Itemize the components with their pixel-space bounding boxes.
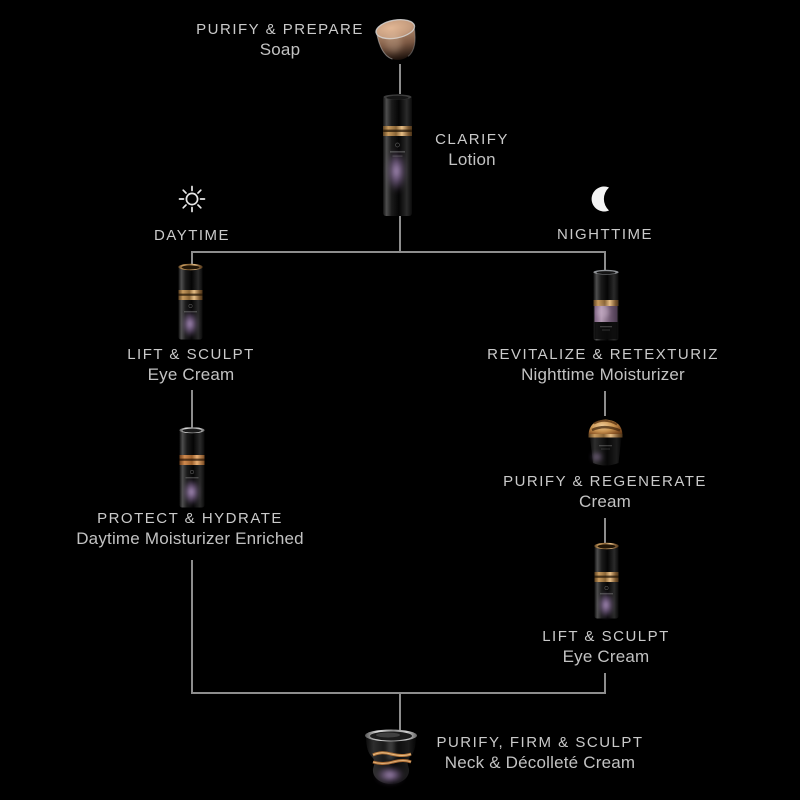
eye-cream-bottle-night-image	[593, 541, 620, 620]
connector-split-horizontal	[191, 251, 606, 253]
connector-merge-to-neckcream	[399, 692, 401, 734]
step-subtitle: Daytime Moisturizer Enriched	[76, 529, 304, 548]
step-title: REVITALIZE & RETEXTURIZ	[487, 346, 719, 363]
connector-moisturizer-to-merge	[191, 560, 193, 694]
soap-bowl-image	[369, 12, 426, 67]
branch-nighttime: NIGHTTIME	[525, 184, 685, 244]
step-title: PURIFY & PREPARE	[196, 21, 364, 38]
neck-cream-jar-image	[361, 727, 423, 789]
step-protect-hydrate-label: PROTECT & HYDRATE Daytime Moisturizer En…	[60, 509, 320, 549]
connector-regenerate-to-eyecream	[604, 518, 606, 544]
step-title: LIFT & SCULPT	[127, 346, 255, 363]
eye-cream-bottle-day-image	[177, 262, 204, 341]
branch-label: DAYTIME	[153, 227, 231, 244]
connector-soap-to-clarify	[399, 64, 401, 94]
connector-split-to-daytime	[191, 251, 193, 264]
step-title: PURIFY & REGENERATE	[503, 473, 707, 490]
step-subtitle: Neck & Décolleté Cream	[444, 753, 636, 772]
step-subtitle: Cream	[578, 492, 631, 511]
step-title: PURIFY, FIRM & SCULPT	[436, 734, 644, 751]
moon-icon	[591, 184, 619, 219]
step-subtitle: Lotion	[448, 150, 496, 169]
step-clarify-label: CLARIFY Lotion	[392, 130, 552, 170]
connector-nightmoist-to-regenerate	[604, 391, 606, 416]
connector-eyecream-to-moisturizer	[191, 390, 193, 428]
step-lift-sculpt-day-label: LIFT & SCULPT Eye Cream	[91, 345, 291, 385]
step-subtitle: Eye Cream	[147, 365, 235, 384]
connector-clarify-to-split	[399, 216, 401, 253]
step-purify-regenerate-label: PURIFY & REGENERATE Cream	[495, 472, 715, 512]
daytime-moisturizer-bottle-image	[178, 426, 206, 510]
nighttime-moisturizer-bottle-image	[592, 269, 620, 343]
step-title: CLARIFY	[435, 131, 509, 148]
step-purify-prepare-label: PURIFY & PREPARE Soap	[160, 20, 400, 60]
step-revitalize-label: REVITALIZE & RETEXTURIZ Nighttime Moistu…	[478, 345, 728, 385]
sun-icon	[176, 183, 208, 220]
step-title: PROTECT & HYDRATE	[97, 510, 283, 527]
step-title: LIFT & SCULPT	[542, 628, 670, 645]
connector-merge-horizontal	[191, 692, 606, 694]
connector-eyecream-to-merge	[604, 673, 606, 694]
regenerate-cream-jar-image	[584, 414, 627, 469]
branch-label: NIGHTTIME	[557, 226, 653, 243]
clarify-lotion-bottle-image	[382, 93, 413, 218]
step-lift-sculpt-night-label: LIFT & SCULPT Eye Cream	[506, 627, 706, 667]
step-subtitle: Soap	[259, 40, 301, 59]
step-purify-firm-sculpt-label: PURIFY, FIRM & SCULPT Neck & Décolleté C…	[430, 733, 650, 773]
step-subtitle: Nighttime Moisturizer	[521, 365, 685, 384]
connector-split-to-nighttime	[604, 251, 606, 271]
step-subtitle: Eye Cream	[562, 647, 650, 666]
branch-daytime: DAYTIME	[112, 183, 272, 245]
